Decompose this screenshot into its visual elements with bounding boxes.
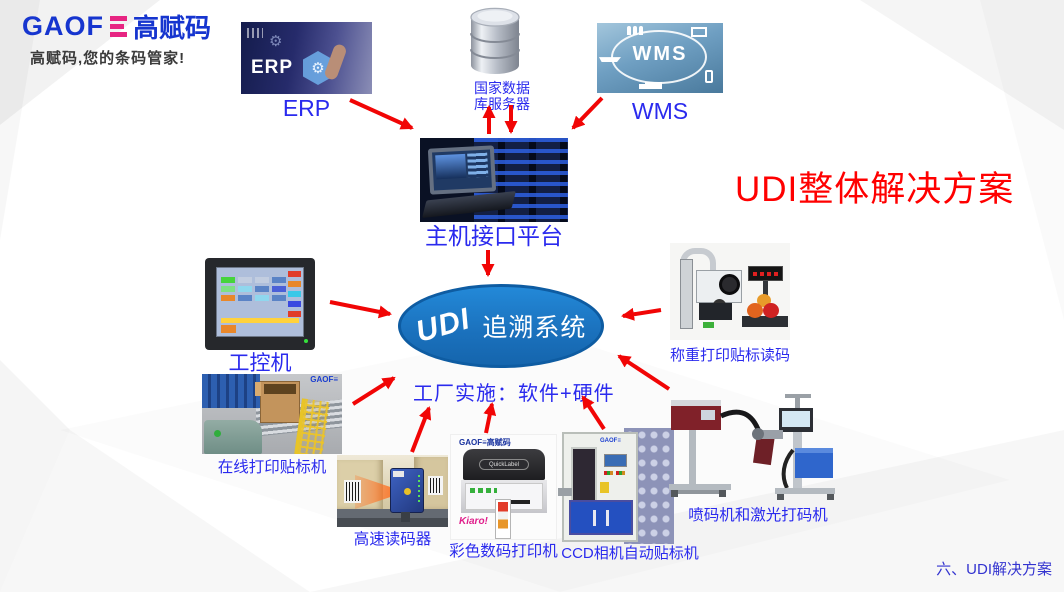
monitor-icon — [691, 27, 707, 37]
touch-screen-shape — [216, 267, 304, 337]
brand-watermark: GAOF≡高赋码 — [459, 438, 511, 447]
barcode-label — [428, 476, 443, 495]
brand-bars-icon — [110, 16, 127, 37]
erp-label: ERP — [282, 95, 331, 121]
wms-label: WMS — [631, 98, 689, 124]
scale-display-shape — [748, 266, 783, 281]
printed-label-strip — [495, 499, 511, 539]
truck-icon — [639, 82, 662, 89]
printer-badge: QuickLabel — [479, 459, 529, 470]
ipc-label: 工控机 — [228, 352, 292, 375]
arrow-scanner-to-factory — [410, 406, 432, 453]
gear-icon: ⚙ — [269, 33, 283, 50]
wms-overlay-text: WMS — [632, 43, 688, 65]
udi-system-node: UDI 追溯系统 — [398, 284, 604, 368]
arrow-weigh-to-udi — [621, 307, 662, 321]
slide-title: UDI整体解决方案 — [735, 170, 1015, 209]
online-labeler-image: GAOF≡ — [202, 374, 342, 454]
ship-icon — [599, 57, 621, 62]
coder-machines-label: 喷码机和激光打码机 — [688, 507, 828, 524]
erp-overlay-text: ERP — [251, 57, 294, 78]
brand-watermark: GAOF≡ — [600, 438, 621, 444]
scanner-label: 高速读码器 — [353, 531, 432, 548]
database-label: 国家数据 库服务器 — [474, 80, 530, 112]
database-icon — [463, 3, 527, 81]
brand-logo-text: GAOF — [22, 11, 104, 41]
erp-image: ⚙ ERP ⚙ — [241, 22, 372, 94]
ccd-labeler-label: CCD相机自动贴标机 — [561, 545, 699, 562]
printer-top-shape: QuickLabel — [463, 449, 545, 480]
host-server-image — [420, 138, 568, 222]
weigh-labeler-image — [670, 243, 790, 340]
color-printer-image: GAOF≡高赋码 QuickLabel Kiaro! — [450, 434, 557, 540]
brand-watermark: GAOF≡ — [310, 375, 338, 384]
coder-machines-image — [663, 392, 838, 504]
barcode-label — [344, 480, 361, 503]
printer-brand-text: Kiaro! — [459, 516, 488, 527]
brand-tagline: 高赋码,您的条码管家! — [30, 50, 186, 67]
host-label: 主机接口平台 — [425, 223, 563, 249]
wms-image: WMS — [597, 23, 723, 93]
arrow-ipc-to-udi — [329, 300, 392, 319]
footer-section-label: 六、UDI解决方案 — [936, 561, 1052, 578]
arrow-printer-to-factory — [483, 402, 497, 434]
phone-icon — [705, 70, 713, 83]
brand-logo-cn: 高赋码 — [133, 13, 212, 43]
color-printer-label: 彩色数码打印机 — [449, 543, 558, 560]
brand-logo: GAOF 高赋码 高赋码,您的条码管家! — [22, 8, 211, 68]
people-icon — [627, 26, 643, 35]
cabinet-shape: GAOF≡ — [562, 432, 638, 542]
chart-icon — [247, 28, 263, 38]
pallet-stack-shape — [202, 374, 260, 408]
arrow-online-to-factory — [351, 376, 396, 406]
udi-system-label: 追溯系统 — [482, 314, 587, 342]
console-screen-shape — [427, 145, 497, 195]
factory-note: 工厂实施：软件+硬件 — [413, 383, 615, 405]
weigh-labeler-label: 称重打印贴标读码 — [669, 347, 790, 364]
carton-box-shape — [255, 381, 300, 423]
labeler-machine-shape — [204, 420, 262, 454]
udi-logo-text: UDI — [412, 302, 474, 349]
industrial-pc-image — [205, 258, 315, 350]
ccd-labeler-image: GAOF≡ — [558, 428, 674, 544]
scanner-image — [337, 455, 448, 527]
online-labeler-label: 在线打印贴标机 — [217, 459, 327, 476]
